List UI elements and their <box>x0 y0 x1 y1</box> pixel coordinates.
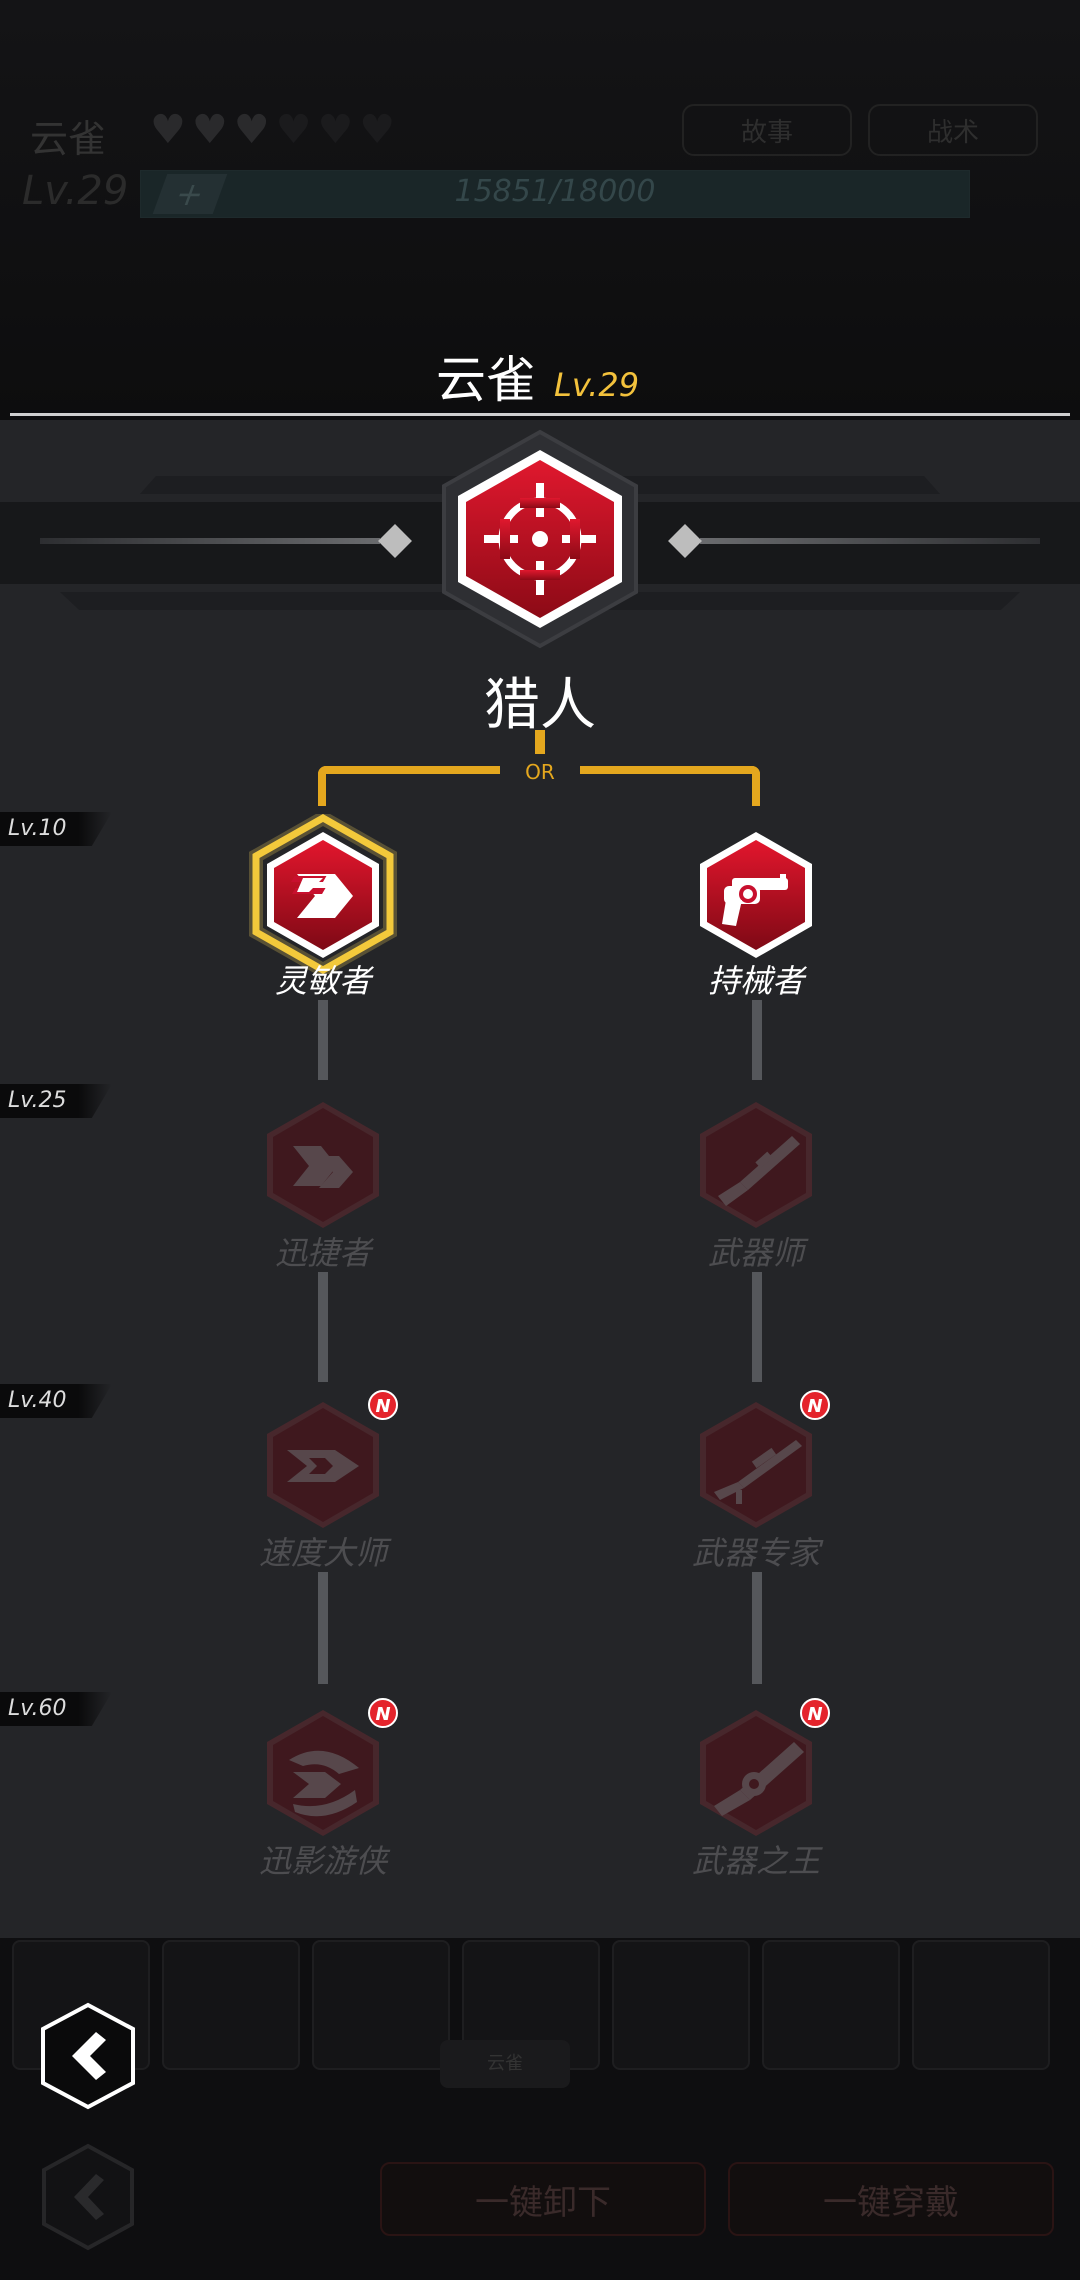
class-name-shadow-ranger: 迅影游侠 <box>258 1842 387 1880</box>
chevron-left-icon <box>72 2032 106 2080</box>
back-button[interactable] <box>38 2002 138 2110</box>
roster-card <box>762 1940 900 2070</box>
character-level: Lv.29 <box>554 366 640 404</box>
class-node-weapon-expert[interactable] <box>696 1400 816 1530</box>
new-badge: N <box>800 1390 830 1420</box>
or-connector-right <box>580 766 760 774</box>
heart-icon: ♥ <box>233 107 270 153</box>
level-tag-25: Lv.25 <box>0 1084 112 1118</box>
background-tab-story: 故事 <box>682 104 852 156</box>
shotgun-icon <box>718 1136 800 1206</box>
background-level: Lv.29 <box>22 168 129 214</box>
class-tree-panel <box>0 420 1080 1938</box>
background-back-icon <box>42 2143 134 2251</box>
band-line-right <box>700 538 1040 544</box>
heart-icon: ♥ <box>191 107 228 153</box>
dash-chevron-icon <box>290 874 353 918</box>
class-name-agile: 灵敏者 <box>274 962 371 1000</box>
heart-icon: ♥ <box>150 107 186 153</box>
heart-empty-icon: ♥ <box>275 107 312 153</box>
tree-line-right-3 <box>752 1572 762 1684</box>
background-character-name: 云雀 <box>30 117 107 161</box>
roster-card <box>912 1940 1050 2070</box>
popup-title: 云雀 Lv.29 <box>0 340 1080 420</box>
title-divider <box>10 413 1070 416</box>
character-name: 云雀 <box>436 351 536 409</box>
roster-selected-label: 云雀 <box>440 2040 570 2088</box>
or-connector-right-drop <box>752 766 760 806</box>
background-header: 云雀 ♥ ♥ ♥ ♥ ♥ ♥ 故事 战术 Lv.29 + 15851/18000 <box>0 0 1080 420</box>
level-tag-40: Lv.40 <box>0 1384 112 1418</box>
tree-line-left-3 <box>318 1572 328 1684</box>
new-badge: N <box>368 1698 398 1728</box>
unequip-all-button: 一键卸下 <box>380 2162 706 2236</box>
new-badge: N <box>800 1698 830 1728</box>
speed-arrows-icon <box>293 1146 353 1188</box>
root-class-emblem <box>442 429 638 649</box>
tree-line-left-1 <box>318 1000 328 1080</box>
roster-card <box>162 1940 300 2070</box>
roster-card <box>612 1940 750 2070</box>
class-node-armed[interactable] <box>696 830 816 960</box>
or-label: OR <box>525 760 555 784</box>
heart-empty-icon: ♥ <box>317 107 354 153</box>
or-connector-left-drop <box>318 766 326 806</box>
root-class-name: 猎人 <box>484 673 596 738</box>
revolver-icon <box>722 874 788 926</box>
shadow-ranger-icon <box>289 1750 359 1817</box>
tree-line-left-2 <box>318 1272 328 1382</box>
background-exp-bar <box>140 170 970 218</box>
equip-all-button: 一键穿戴 <box>728 2162 1054 2236</box>
class-name-weapon-king: 武器之王 <box>691 1842 820 1880</box>
class-name-swift: 迅捷者 <box>274 1234 371 1272</box>
background-exp-text: 15851/18000 <box>454 174 656 209</box>
class-node-swift[interactable] <box>263 1100 383 1230</box>
class-node-shadow-ranger[interactable] <box>263 1708 383 1838</box>
class-node-speed-master[interactable] <box>263 1400 383 1530</box>
tree-line-right-2 <box>752 1272 762 1382</box>
or-connector-stem <box>535 730 545 754</box>
class-node-weaponsmith[interactable] <box>696 1100 816 1230</box>
class-node-weapon-king[interactable] <box>696 1708 816 1838</box>
class-name-weapon-expert: 武器专家 <box>691 1534 820 1572</box>
class-name-weaponsmith: 武器师 <box>707 1234 804 1272</box>
band-line-left <box>40 538 380 544</box>
roster-card <box>312 1940 450 2070</box>
speed-master-icon <box>287 1450 359 1482</box>
selected-glow <box>249 814 397 974</box>
heart-empty-icon: ♥ <box>359 107 396 153</box>
class-name-armed: 持械者 <box>707 962 804 1000</box>
new-badge: N <box>368 1390 398 1420</box>
tree-line-right-1 <box>752 1000 762 1080</box>
heavy-gun-icon <box>714 1742 804 1816</box>
or-connector-left <box>318 766 500 774</box>
crosshair-icon <box>484 483 596 595</box>
level-tag-10: Lv.10 <box>0 812 112 846</box>
background-hearts: ♥ ♥ ♥ ♥ ♥ ♥ <box>150 110 395 150</box>
class-node-agile[interactable] <box>263 830 383 960</box>
class-name-speed-master: 速度大师 <box>258 1534 387 1572</box>
background-tab-tactics: 战术 <box>868 104 1038 156</box>
level-tag-60: Lv.60 <box>0 1692 112 1726</box>
sniper-rifle-icon <box>714 1440 802 1504</box>
